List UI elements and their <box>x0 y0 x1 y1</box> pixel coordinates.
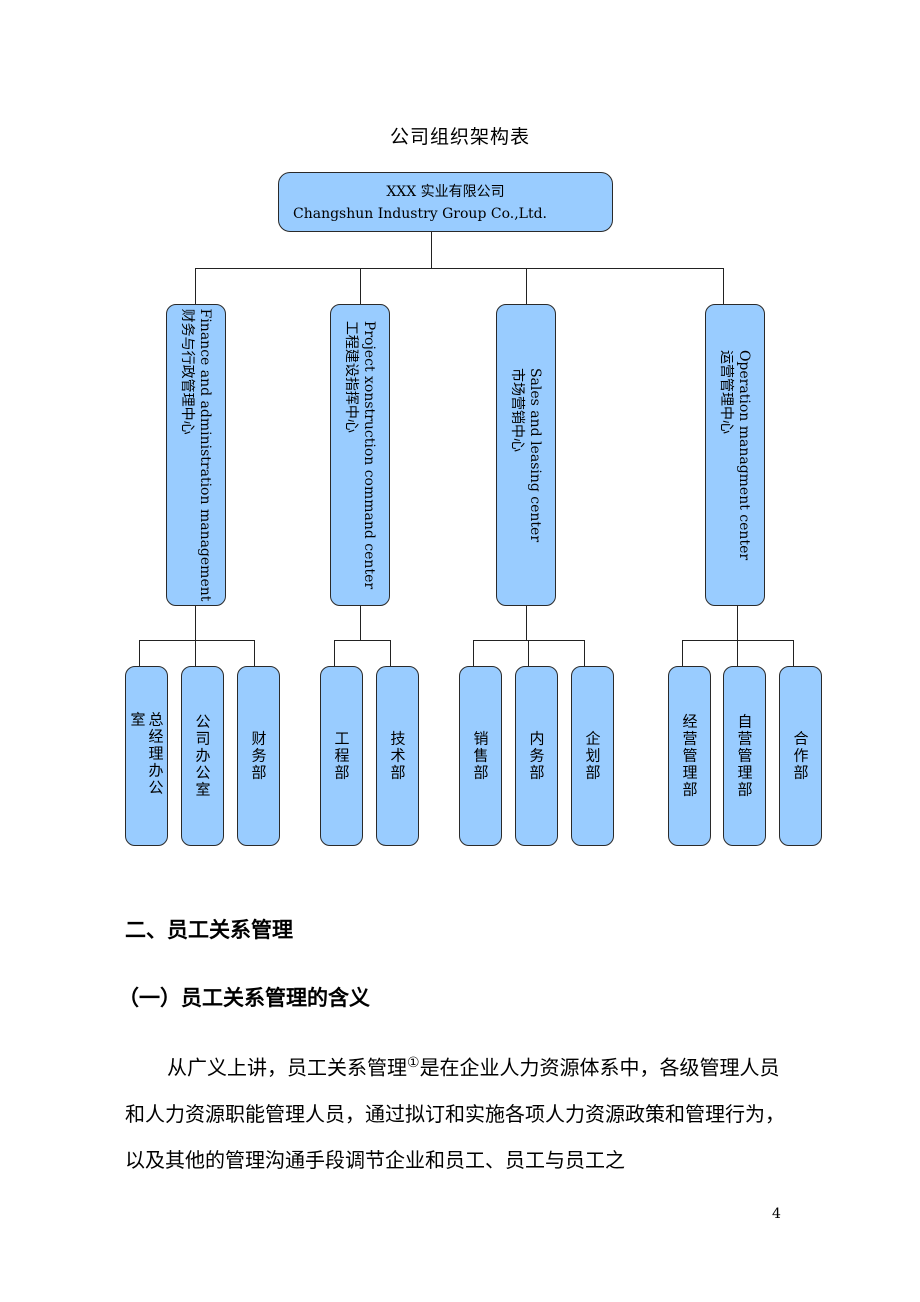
connector <box>526 606 527 640</box>
dept-box: 总经理办公室 <box>125 666 168 846</box>
paragraph-text-start: 从广义上讲，员工关系管理 <box>167 1055 407 1080</box>
dept-box: 合作部 <box>779 666 822 846</box>
company-box: XXX 实业有限公司 Changshun Industry Group Co.,… <box>278 172 613 232</box>
connector <box>139 640 140 666</box>
dept-label: 工程部 <box>332 730 351 782</box>
center-label-cn: 运营管理中心 <box>718 349 734 434</box>
connector <box>360 268 361 304</box>
center-label-en: Operation managment center <box>736 349 752 561</box>
connector <box>254 640 255 666</box>
dept-box: 企划部 <box>571 666 614 846</box>
center-box-operation: Operation managment center 运营管理中心 <box>705 304 765 606</box>
center-box-sales: Sales and leasing center 市场营销中心 <box>496 304 556 606</box>
dept-box: 技术部 <box>376 666 419 846</box>
dept-label: 财务部 <box>249 730 268 782</box>
center-label-cn: 市场营销中心 <box>509 367 525 452</box>
dept-label: 经营管理部 <box>680 713 699 799</box>
connector <box>334 640 390 641</box>
connector <box>473 640 474 666</box>
connector <box>723 268 724 304</box>
center-label-cn: 工程建设指挥中心 <box>343 320 359 433</box>
connector <box>737 606 738 640</box>
center-label: Project xonstruction command center 工程建设… <box>342 321 378 589</box>
dept-label: 技术部 <box>388 730 407 782</box>
connector <box>195 606 196 640</box>
center-box-project: Project xonstruction command center 工程建设… <box>330 304 390 606</box>
center-label: Operation managment center 运营管理中心 <box>717 350 753 560</box>
connector <box>526 268 527 304</box>
paragraph-text-rest: 是在企业人力资源体系中，各级管理人员和人力资源职能管理人员，通过拟订和实施各项人… <box>125 1055 785 1172</box>
center-label-cn: 财务与行政管理中心 <box>179 308 195 435</box>
subsection-heading: （一）员工关系管理的含义 <box>118 986 370 1010</box>
connector <box>737 640 738 666</box>
connector <box>139 640 254 641</box>
dept-box: 内务部 <box>515 666 558 846</box>
dept-label: 公司办公室 <box>193 713 212 799</box>
connector <box>195 640 196 666</box>
center-box-finance: Finance and administration management 财务… <box>166 304 226 606</box>
footnote-marker[interactable]: ① <box>407 1055 420 1071</box>
connector <box>584 640 585 666</box>
dept-box: 经营管理部 <box>668 666 711 846</box>
connector <box>360 606 361 640</box>
dept-label: 内务部 <box>527 730 546 782</box>
connector <box>431 232 432 268</box>
connector <box>528 640 529 666</box>
company-name-en: Changshun Industry Group Co.,Ltd. <box>293 206 547 222</box>
connector <box>390 640 391 666</box>
company-name-cn: XXX 实业有限公司 <box>386 184 505 200</box>
connector <box>195 268 723 269</box>
dept-label: 企划部 <box>583 730 602 782</box>
center-label-en: Sales and leasing center <box>527 367 543 543</box>
body-paragraph: 从广义上讲，员工关系管理①是在企业人力资源体系中，各级管理人员和人力资源职能管理… <box>125 1040 785 1183</box>
dept-box: 公司办公室 <box>181 666 224 846</box>
dept-label: 销售部 <box>471 730 490 782</box>
connector <box>334 640 335 666</box>
dept-box: 工程部 <box>320 666 363 846</box>
center-label: Sales and leasing center 市场营销中心 <box>508 368 544 542</box>
connector <box>793 640 794 666</box>
dept-box: 销售部 <box>459 666 502 846</box>
dept-label: 合作部 <box>791 730 810 782</box>
dept-label: 总经理办公室 <box>128 711 165 797</box>
page-number: 4 <box>772 1206 781 1222</box>
dept-box: 自营管理部 <box>723 666 766 846</box>
connector <box>682 640 683 666</box>
section-heading: 二、员工关系管理 <box>125 918 293 942</box>
center-label-en: Finance and administration management <box>197 308 213 602</box>
center-label: Finance and administration management 财务… <box>178 309 214 602</box>
center-label-en: Project xonstruction command center <box>361 320 377 590</box>
dept-label: 自营管理部 <box>735 713 754 799</box>
connector <box>195 268 196 304</box>
dept-box: 财务部 <box>237 666 280 846</box>
chart-title: 公司组织架构表 <box>389 126 530 148</box>
